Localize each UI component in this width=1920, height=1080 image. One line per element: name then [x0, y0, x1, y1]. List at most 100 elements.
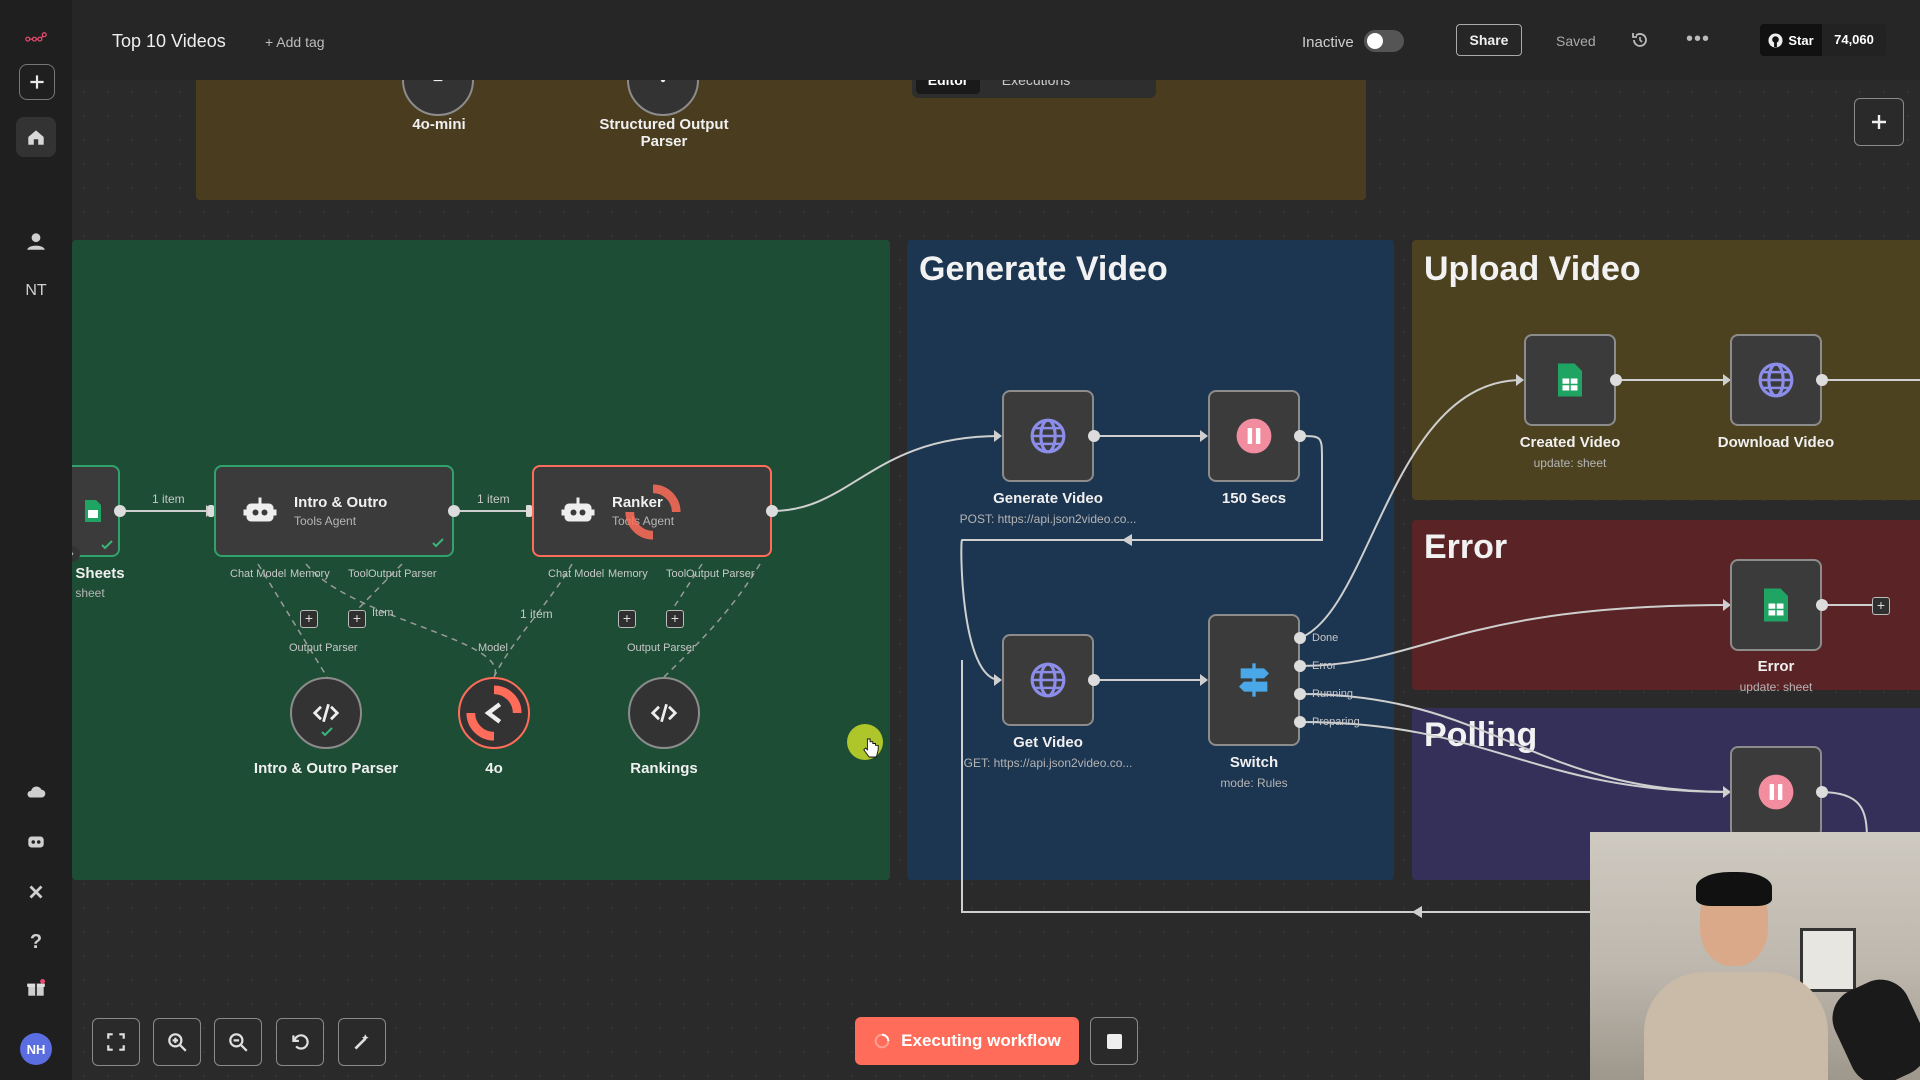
node-intro-outro-sub: Tools Agent [294, 514, 357, 528]
node-generate-video[interactable] [1002, 390, 1094, 482]
node-generate-video-label: Generate Video [993, 490, 1103, 507]
tab-editor[interactable]: Editor [916, 80, 980, 94]
templates-icon[interactable] [16, 822, 56, 862]
switch-output-running-label: Running [1312, 688, 1353, 700]
collapse-chevron-icon[interactable]: › [72, 546, 80, 562]
check-icon [432, 538, 444, 548]
sticky-upload-video[interactable]: Upload Video [1412, 240, 1920, 500]
switch-signpost-icon [1239, 663, 1269, 697]
node-intro-outro[interactable]: Intro & Outro Tools Agent [214, 465, 454, 557]
n8n-logo-icon[interactable] [16, 18, 56, 58]
code-icon [312, 703, 340, 723]
user-icon[interactable] [16, 221, 56, 261]
add-tool-button[interactable]: + [348, 610, 366, 628]
zoom-in-icon [168, 1033, 187, 1052]
loading-spinner-icon [625, 484, 681, 540]
node-rankings[interactable] [628, 677, 700, 749]
connection-label-3: 1 item [520, 607, 553, 621]
node-error-label: Error [1757, 658, 1795, 675]
node-error[interactable] [1730, 559, 1822, 651]
wait-output-port[interactable] [1294, 430, 1306, 442]
help-icon[interactable]: ? [29, 930, 43, 953]
webcam-person-body [1644, 972, 1828, 1080]
intro-outro-output-port[interactable] [448, 505, 460, 517]
node-get-video[interactable] [1002, 634, 1094, 726]
created-video-output-port[interactable] [1610, 374, 1622, 386]
node-rankings-label: Rankings [630, 760, 698, 777]
left-sidebar: NT ? NH [0, 0, 73, 1080]
history-icon[interactable] [1630, 30, 1650, 50]
project-initials[interactable]: NT [25, 282, 47, 299]
google-sheets-icon [1558, 363, 1582, 397]
add-tag-link[interactable]: + Add tag [265, 34, 325, 50]
connection-label-1: 1 item [152, 492, 185, 506]
connection-label-partial: Item [372, 607, 394, 619]
switch-output-running[interactable] [1294, 688, 1306, 700]
stop-icon [1106, 1033, 1122, 1049]
generate-video-output-port[interactable] [1088, 430, 1100, 442]
fit-view-icon [107, 1033, 125, 1051]
switch-output-error[interactable] [1294, 660, 1306, 672]
node-ranker[interactable]: Ranker Tools Agent [532, 465, 772, 557]
webcam-overlay [1590, 832, 1920, 1080]
variables-icon[interactable] [16, 872, 56, 912]
zoom-out-button[interactable] [214, 1018, 262, 1066]
intro-outro-input-port[interactable] [208, 505, 214, 517]
fit-view-button[interactable] [92, 1018, 140, 1066]
add-tool-button[interactable]: + [666, 610, 684, 628]
github-star-button[interactable]: Star 74,060 [1760, 24, 1886, 56]
saved-status: Saved [1556, 33, 1596, 49]
ranker-output-port[interactable] [766, 505, 778, 517]
gift-icon[interactable] [16, 968, 56, 1008]
switch-output-preparing-label: Preparing [1312, 716, 1360, 728]
node-4o-model[interactable] [458, 677, 530, 749]
add-workflow-icon[interactable] [19, 64, 55, 100]
parser-icon [660, 80, 666, 83]
tab-executions[interactable]: Executions [1001, 80, 1071, 88]
plus-icon [1872, 115, 1886, 129]
sticky-generate-video[interactable]: Generate Video [907, 240, 1394, 880]
node-created-video[interactable] [1524, 334, 1616, 426]
add-memory-button[interactable]: + [300, 610, 318, 628]
cloud-icon[interactable] [16, 772, 56, 812]
node-switch[interactable] [1208, 614, 1300, 746]
node-intro-outro-parser[interactable] [290, 677, 362, 749]
switch-output-preparing[interactable] [1294, 716, 1306, 728]
reset-zoom-button[interactable] [276, 1018, 324, 1066]
more-options-icon[interactable]: ••• [1686, 28, 1711, 50]
error-output-port[interactable] [1816, 599, 1828, 611]
execute-workflow-button[interactable]: Executing workflow [855, 1017, 1079, 1065]
node-polling-wait[interactable] [1730, 746, 1822, 838]
get-video-output-port[interactable] [1088, 674, 1100, 686]
add-node-button[interactable] [1854, 98, 1904, 146]
node-sheets-sub: sheet [75, 586, 105, 600]
add-memory-button[interactable]: + [618, 610, 636, 628]
tidy-up-button[interactable] [338, 1018, 386, 1066]
sticky-top-ai-models[interactable] [196, 80, 1366, 200]
avatar[interactable]: NH [20, 1033, 52, 1065]
ranker-port-chat-model: Chat Model [548, 568, 605, 580]
node-150-secs[interactable] [1208, 390, 1300, 482]
workflow-title[interactable]: Top 10 Videos [112, 31, 226, 51]
stop-execution-button[interactable] [1090, 1017, 1138, 1065]
ranker-port-tool: Tool [666, 568, 687, 580]
node-download-video[interactable] [1730, 334, 1822, 426]
undo-icon [292, 1034, 309, 1050]
active-toggle[interactable] [1364, 30, 1404, 52]
download-video-output-port[interactable] [1816, 374, 1828, 386]
webcam-person-hair [1696, 872, 1772, 906]
github-star-count: 74,060 [1822, 24, 1886, 56]
add-node-after-error-button[interactable]: + [1872, 597, 1890, 615]
node-sheets-label: Sheets [75, 565, 125, 582]
share-button[interactable]: Share [1456, 24, 1522, 56]
workflow-canvas[interactable]: Editor Executions 4o-mini Structured Out… [72, 80, 1920, 1080]
zoom-in-button[interactable] [153, 1018, 201, 1066]
switch-output-done[interactable] [1294, 632, 1306, 644]
sheets-output-port[interactable] [114, 505, 126, 517]
avatar-initials: NH [26, 1041, 46, 1057]
home-icon[interactable] [16, 117, 56, 157]
robot-icon [561, 497, 595, 522]
ranker-input-port[interactable] [526, 505, 532, 517]
polling-wait-output-port[interactable] [1816, 786, 1828, 798]
sticky-green-agents[interactable] [72, 240, 890, 880]
